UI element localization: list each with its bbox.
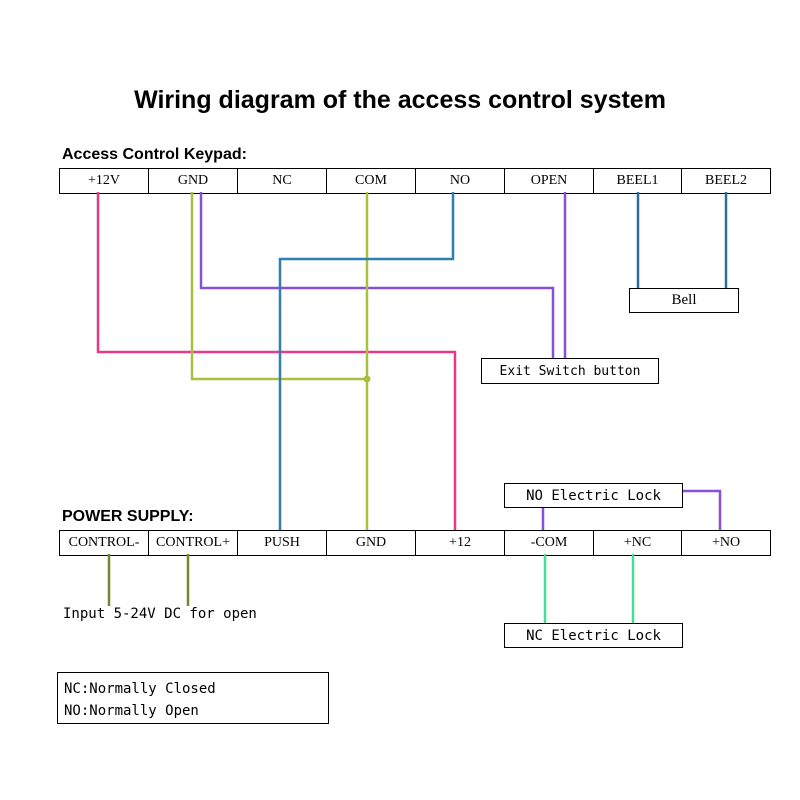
wire-12v-to-psu-12 [96, 192, 457, 530]
psu-terminal-push: PUSH [238, 531, 327, 555]
wire-junction-dot [363, 375, 371, 383]
wire-gnd-to-exit-button [199, 192, 555, 359]
page-title: Wiring diagram of the access control sys… [134, 86, 666, 114]
legend-box: NC:Normally Closed NO:Normally Open [57, 672, 329, 724]
keypad-terminal-gnd: GND [149, 169, 238, 193]
legend-no: NO:Normally Open [64, 703, 199, 719]
psu-terminal-control-minus: CONTROL- [60, 531, 149, 555]
wire-psu-no-to-no-lock [683, 489, 722, 530]
keypad-terminal-open: OPEN [505, 169, 594, 193]
psu-terminal-com: -COM [505, 531, 594, 555]
psu-terminal-gnd: GND [327, 531, 416, 555]
wire-keypad-gnd-branch [190, 192, 367, 381]
keypad-terminal-beel2: BEEL2 [705, 173, 747, 188]
psu-terminal-nc: +NC [594, 531, 682, 555]
input-voltage-note: Input 5-24V DC for open [63, 606, 257, 622]
psu-terminal-12: +12 [416, 531, 505, 555]
psu-terminal-no: +NO [711, 535, 741, 550]
nc-electric-lock-box: NC Electric Lock [504, 623, 683, 648]
keypad-terminal-12v: +12V [60, 169, 149, 193]
keypad-heading: Access Control Keypad: [62, 146, 247, 163]
keypad-terminal-beel1: BEEL1 [594, 169, 682, 193]
power-supply-terminal-strip: CONTROL- CONTROL+ PUSH GND +12 -COM +NC … [59, 530, 771, 556]
legend-nc: NC:Normally Closed [64, 681, 216, 697]
bell-box: Bell [629, 288, 739, 313]
exit-switch-button-box: Exit Switch button [481, 358, 659, 384]
no-electric-lock-box: NO Electric Lock [504, 483, 683, 508]
keypad-terminal-com: COM [327, 169, 416, 193]
wire-no-to-psu-push [278, 192, 455, 530]
keypad-terminal-strip: +12V GND NC COM NO OPEN BEEL1 BEEL2 [59, 168, 771, 194]
psu-terminal-control-plus: CONTROL+ [149, 531, 238, 555]
power-supply-heading: POWER SUPPLY: [62, 508, 194, 525]
keypad-terminal-no: NO [416, 169, 505, 193]
keypad-terminal-nc: NC [238, 169, 327, 193]
